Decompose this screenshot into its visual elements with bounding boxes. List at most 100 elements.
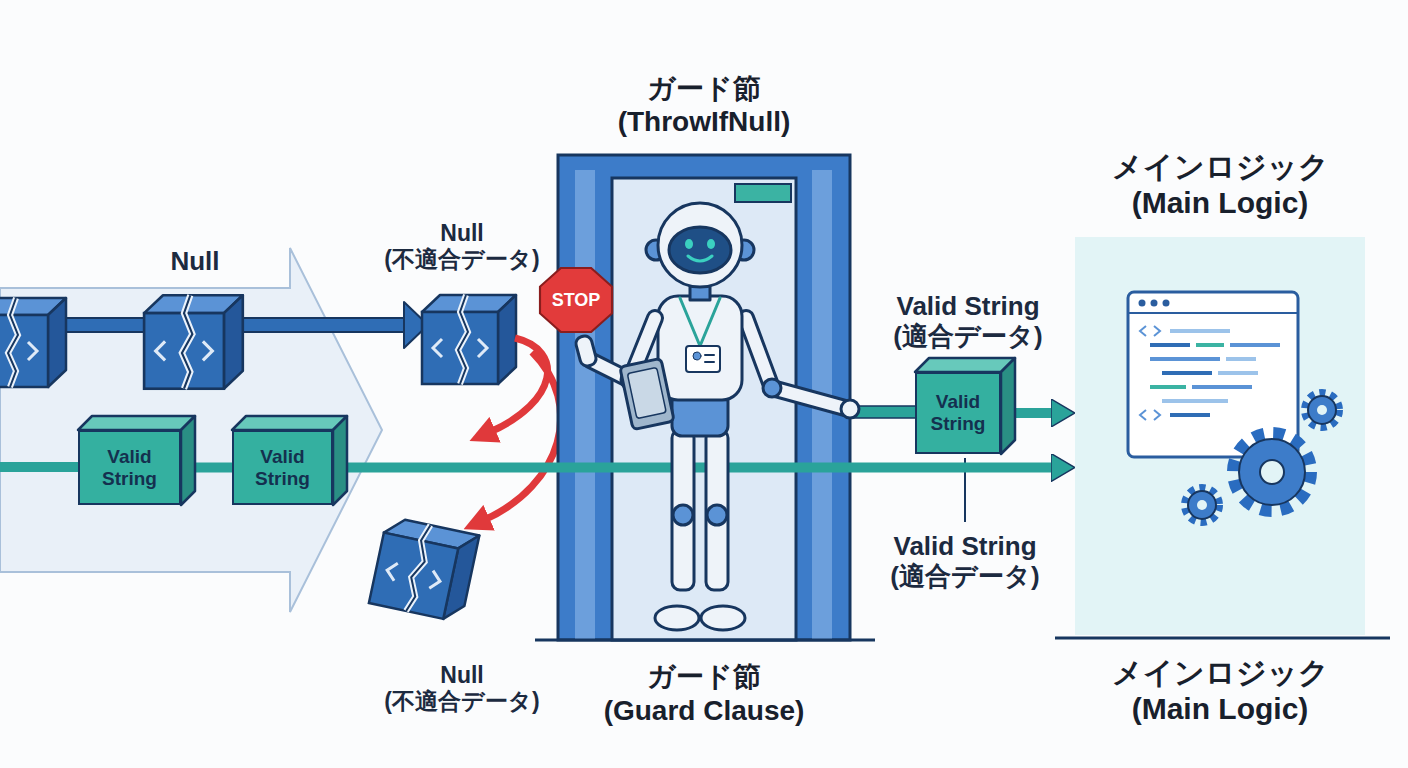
node-heading: メインロジック (Main Logic)	[1095, 655, 1345, 727]
robot-guard	[746, 318, 845, 408]
code-window	[1170, 413, 1210, 417]
cube-side	[333, 416, 347, 505]
node-heading: ガード節 (ThrowIfNull)	[601, 72, 807, 139]
cube-label: Valid String	[234, 446, 331, 490]
null-cube	[422, 295, 516, 384]
gear	[1185, 488, 1219, 522]
robot-guard	[669, 227, 731, 273]
data-cube: Valid String	[78, 430, 181, 505]
reject-arrow	[490, 338, 548, 432]
robot-guard	[746, 318, 845, 408]
gear	[1185, 393, 1339, 522]
gear	[1188, 491, 1216, 519]
data-label: Null (不適合データ)	[367, 662, 557, 715]
robot-guard	[658, 203, 742, 287]
null-cube	[0, 295, 516, 623]
null-cube	[369, 516, 479, 623]
code-window	[1154, 326, 1160, 336]
security-gate	[612, 178, 796, 640]
robot-guard	[680, 298, 720, 346]
cube-label: Valid String	[917, 391, 999, 435]
cube-top	[78, 416, 195, 430]
security-gate	[535, 155, 875, 640]
robot-guard	[841, 400, 859, 418]
robot-guard	[620, 358, 674, 429]
security-gate	[575, 170, 595, 640]
main-logic-panel: メインロジック (Main Logic)メインロジック (Main Logic)	[1075, 237, 1365, 635]
cube-top	[232, 416, 347, 430]
reject-arrow	[484, 352, 561, 520]
robot-guard	[673, 505, 693, 525]
data-label: Null (不適合データ)	[367, 220, 557, 273]
gear	[1239, 439, 1305, 505]
guard-gate: ガード節 (ThrowIfNull)ガード節 (Guard Clause)	[558, 155, 850, 640]
robot-guard	[706, 430, 728, 590]
logic-panel	[1075, 237, 1365, 635]
node-heading: メインロジック (Main Logic)	[1095, 149, 1345, 221]
code-window	[1150, 385, 1186, 389]
robot-guard	[763, 379, 781, 397]
security-gate	[558, 155, 850, 640]
data-label: Null	[130, 247, 260, 277]
gear	[1305, 393, 1339, 427]
code-window	[1162, 399, 1228, 403]
robot-guard	[705, 354, 714, 356]
robot-guard	[672, 430, 694, 590]
null-cube	[144, 295, 243, 388]
node-heading: ガード節 (Guard Clause)	[601, 660, 807, 727]
code-window	[1170, 329, 1230, 333]
code-window	[1163, 300, 1170, 307]
robot-guard	[707, 505, 727, 525]
robot-guard	[701, 606, 745, 630]
null-cube	[0, 298, 66, 387]
robot-guard	[574, 203, 859, 630]
gear	[1234, 434, 1310, 510]
code-window	[1162, 371, 1212, 375]
stop-sign: STOP	[540, 268, 612, 332]
code-window	[1151, 300, 1158, 307]
code-window	[1192, 385, 1252, 389]
data-label: Valid String (適合データ)	[858, 532, 1073, 592]
robot-guard	[574, 334, 597, 367]
valid-stream-line	[0, 467, 80, 468]
code-window	[1128, 292, 1298, 457]
data-cube: Valid String	[915, 372, 1001, 454]
valid-stream-line	[0, 462, 80, 472]
cube-side	[181, 416, 195, 505]
gear	[1197, 500, 1207, 510]
code-window	[1226, 357, 1256, 361]
robot-guard	[686, 346, 720, 372]
robot-guard	[627, 367, 666, 418]
pass-line	[852, 406, 918, 418]
sign-text: STOP	[552, 291, 601, 309]
robot-guard	[688, 256, 712, 261]
robot-guard	[685, 239, 693, 249]
robot-guard	[705, 361, 714, 363]
logic-panel	[1055, 637, 1390, 640]
cube-top	[915, 358, 1015, 372]
code-window	[1230, 343, 1280, 347]
robot-guard	[655, 606, 699, 630]
gear	[1260, 460, 1284, 484]
cube-label: Valid String	[80, 446, 179, 490]
data-label: Valid String (適合データ)	[861, 292, 1076, 352]
code-window	[1140, 326, 1146, 336]
code-window	[1128, 312, 1298, 314]
code-window	[1218, 371, 1258, 375]
cube-side	[1001, 358, 1015, 454]
security-gate	[735, 184, 791, 202]
code-window	[1128, 292, 1298, 457]
gear	[1308, 396, 1336, 424]
null-cube	[369, 516, 479, 623]
code-window	[1140, 410, 1146, 420]
code-window	[1150, 343, 1190, 347]
robot-guard	[707, 239, 715, 249]
data-cube: Valid String	[232, 430, 333, 505]
code-window	[1154, 410, 1160, 420]
robot-guard	[658, 296, 742, 400]
gear	[1317, 405, 1327, 415]
code-window	[1196, 343, 1224, 347]
logic-panel	[1055, 237, 1390, 638]
